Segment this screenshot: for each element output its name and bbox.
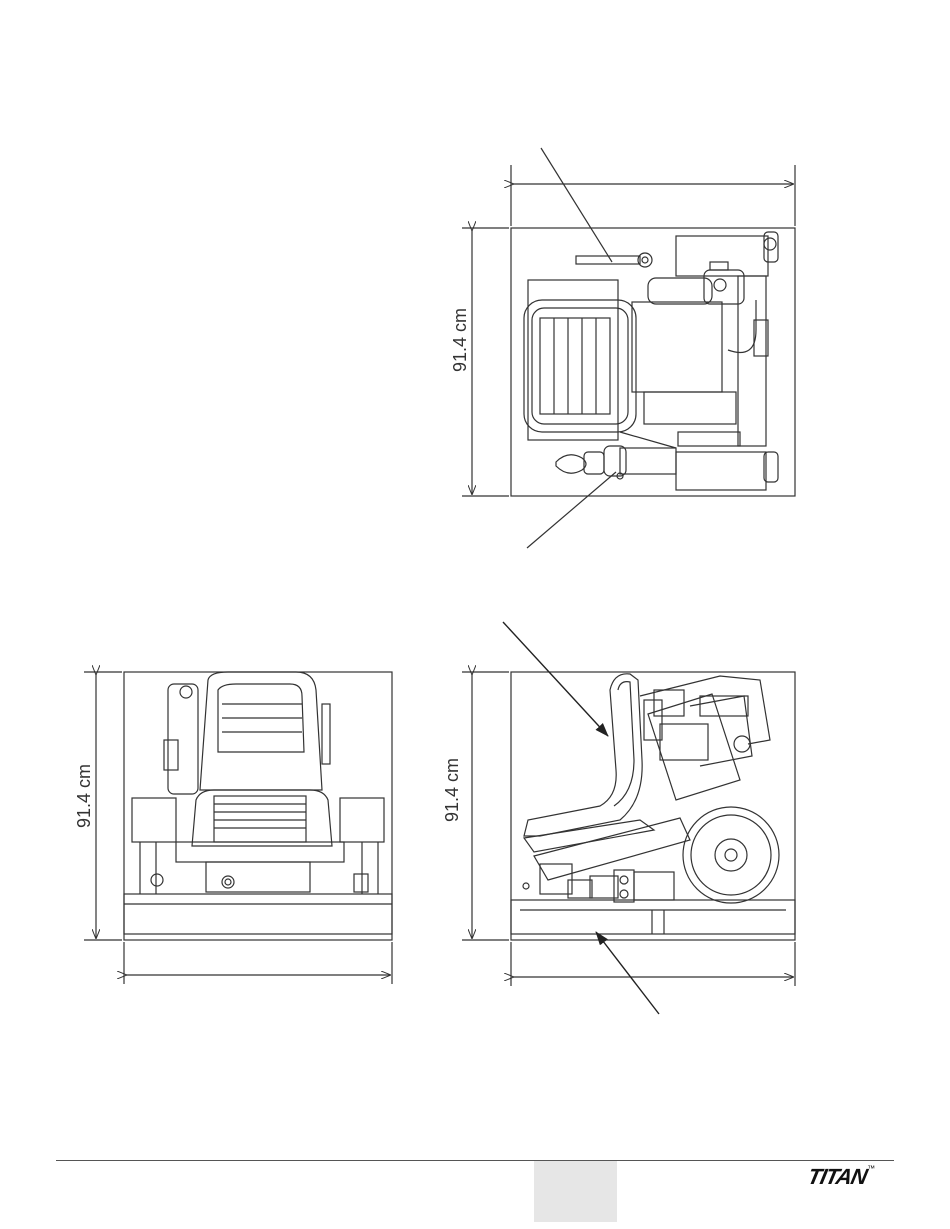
top-leader-upper bbox=[541, 148, 612, 262]
top-view-height-label: 91.4 cm bbox=[450, 308, 470, 372]
page-number-box bbox=[534, 1161, 617, 1222]
front-view bbox=[84, 672, 392, 984]
top-leader-lower bbox=[527, 472, 616, 548]
brand-name: TITAN bbox=[805, 1164, 869, 1190]
side-view bbox=[462, 672, 795, 986]
footer-divider bbox=[56, 1160, 894, 1161]
side-leader-lower bbox=[596, 932, 659, 1014]
side-leader-upper bbox=[503, 622, 608, 736]
top-view bbox=[462, 165, 795, 496]
front-view-height-label: 91.4 cm bbox=[74, 764, 94, 828]
brand-logo: TITAN ™ bbox=[808, 1164, 875, 1190]
side-view-height-label: 91.4 cm bbox=[442, 758, 462, 822]
